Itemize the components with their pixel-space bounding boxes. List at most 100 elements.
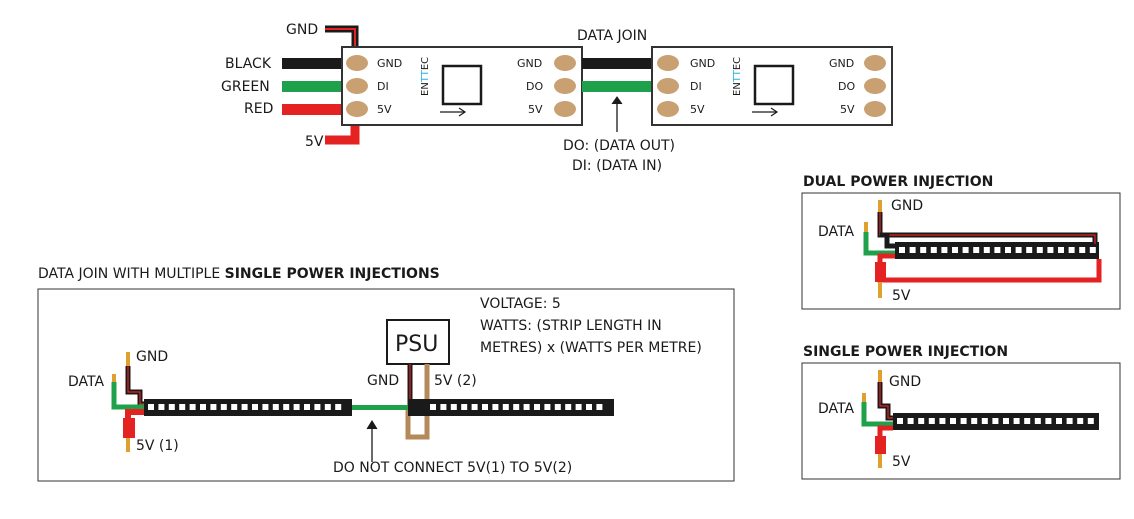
led-square — [897, 418, 903, 424]
strip1-label-do: DO — [526, 80, 543, 93]
brand-letter: N — [420, 82, 431, 89]
strip2-pad-do — [864, 78, 886, 94]
brand-letter: N — [732, 82, 743, 89]
dual-injection-section: DUAL POWER INJECTION GND DATA 5V — [801, 174, 1121, 310]
brand-letter: C — [732, 57, 743, 64]
led-square — [1013, 418, 1020, 424]
led-square — [918, 418, 925, 424]
led-square — [928, 418, 935, 424]
led-square — [335, 404, 342, 410]
multi-data-wire — [111, 382, 144, 410]
strip1-label-di: DI — [377, 80, 389, 93]
led-square — [461, 404, 468, 410]
led-square — [950, 418, 956, 424]
led-square — [502, 404, 509, 410]
strip2-brand: ENTTEC — [732, 57, 743, 96]
single-strip-leds — [897, 418, 1094, 424]
led-strip-2 — [651, 46, 893, 126]
led-square — [272, 404, 279, 410]
dual-data-label: DATA — [818, 224, 854, 240]
strip1-arrowhead — [458, 107, 467, 117]
led-square — [293, 404, 300, 410]
led-square — [482, 404, 488, 410]
strip2-pad-di — [657, 78, 679, 94]
led-square — [1087, 418, 1094, 424]
voltage-label: VOLTAGE: 5 — [480, 296, 561, 312]
strip1-brand: ENTTEC — [420, 57, 431, 96]
multi-strip-right-leds — [430, 404, 603, 410]
led-square — [158, 404, 165, 410]
psu-box — [386, 319, 450, 365]
led-square — [1015, 247, 1022, 253]
led-square — [1024, 418, 1031, 424]
multi-data-join-wire — [352, 405, 408, 410]
strip2-pad-gnd-in — [657, 55, 679, 71]
led-square — [471, 404, 478, 410]
dual-five-v-label: 5V — [892, 288, 911, 304]
green-wire — [282, 81, 342, 92]
wire-label-red: RED — [244, 101, 273, 117]
led-square — [992, 418, 999, 424]
led-square — [909, 247, 916, 253]
led-square — [544, 404, 551, 410]
led-square — [179, 404, 186, 410]
single-gnd-label: GND — [889, 374, 921, 390]
brand-letter: E — [420, 64, 431, 70]
single-five-v-label: 5V — [892, 454, 911, 470]
led-square — [962, 247, 969, 253]
dual-strip-leds — [899, 247, 1096, 253]
strip1-pad-gnd-in — [346, 55, 368, 71]
led-square — [324, 404, 331, 410]
multi-data-label: DATA — [68, 374, 104, 390]
brand-letter: E — [732, 64, 743, 70]
watts-label-line1: WATTS: (STRIP LENGTH IN — [480, 318, 662, 334]
multi-title-prefix: DATA JOIN WITH MULTIPLE — [38, 266, 225, 282]
data-join-section: GND BLACK GREEN RED 5V GND DI 5V ENTTEC … — [221, 22, 893, 174]
no-connect-arrowhead — [366, 420, 378, 430]
psu-gnd-label: GND — [367, 373, 399, 389]
multi-title: DATA JOIN WITH MULTIPLE SINGLE POWER INJ… — [38, 266, 440, 282]
led-square — [241, 404, 248, 410]
led-square — [575, 404, 582, 410]
dual-gnd-lead — [880, 232, 895, 249]
di-note: DI: (DATA IN) — [572, 158, 662, 174]
led-square — [1047, 247, 1054, 253]
single-title: SINGLE POWER INJECTION — [803, 344, 1008, 360]
led-square — [939, 418, 946, 424]
strip2-label-5v-in: 5V — [690, 103, 705, 116]
single-data-label: DATA — [818, 401, 854, 417]
led-square — [1036, 247, 1043, 253]
led-square — [1045, 418, 1052, 424]
multi-left-five-v-block — [123, 418, 135, 438]
single-data-wire — [861, 402, 893, 427]
watts-label-line2: METRES) x (WATTS PER METRE) — [480, 340, 702, 356]
led-square — [492, 404, 499, 410]
led-square — [596, 404, 603, 410]
brand-letter: T — [420, 69, 431, 77]
strip2-arrowhead — [770, 107, 779, 117]
led-square — [513, 404, 520, 410]
led-square — [210, 404, 217, 410]
dual-five-v-block — [875, 262, 886, 282]
dual-title: DUAL POWER INJECTION — [803, 174, 993, 190]
strip1-pad-gnd-out — [554, 55, 576, 71]
psu-five-v-label: 5V (2) — [434, 373, 477, 389]
strip1-label-5v-in: 5V — [377, 103, 392, 116]
strip1-label-gnd-out: GND — [517, 57, 542, 70]
led-square — [262, 404, 269, 410]
led-square — [1077, 418, 1084, 424]
led-square — [450, 404, 457, 410]
led-square — [1005, 247, 1011, 253]
led-square — [430, 404, 436, 410]
dual-data-wire — [863, 232, 895, 256]
multi-injection-section: DATA JOIN WITH MULTIPLE SINGLE POWER INJ… — [37, 266, 735, 482]
single-injection-section: SINGLE POWER INJECTION GND DATA 5V — [801, 344, 1121, 480]
strip2-label-gnd-in: GND — [690, 57, 715, 70]
brand-letter: E — [420, 90, 431, 96]
led-square — [941, 247, 948, 253]
wire-label-green: GREEN — [221, 79, 270, 95]
gnd-top-label: GND — [286, 22, 318, 38]
led-square — [1003, 418, 1009, 424]
led-square — [907, 418, 914, 424]
